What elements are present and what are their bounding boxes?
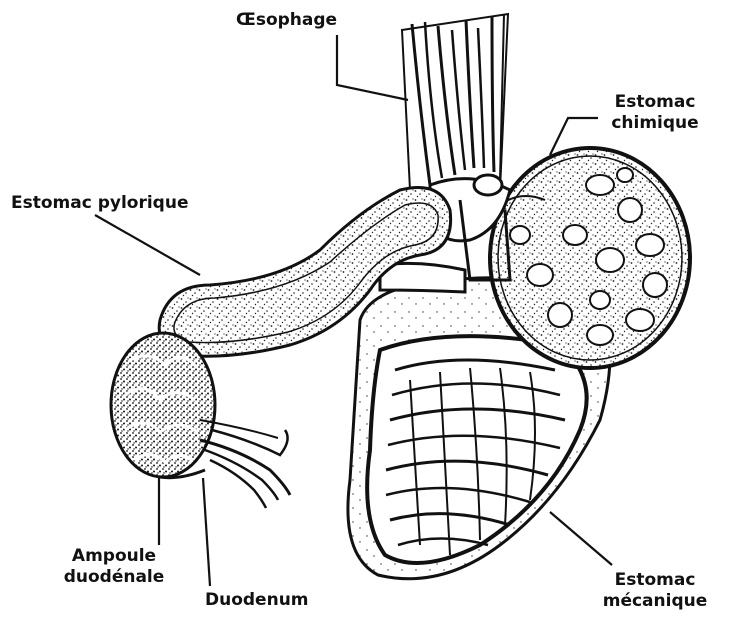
duodenal-ampulla (111, 333, 215, 477)
label-estomac-chimique: Estomac chimique (600, 92, 710, 134)
label-ampoule-duodenale: Ampoule duodénale (58, 546, 170, 588)
label-ampoule-line1: Ampoule (58, 546, 170, 567)
leader-oesophage (337, 35, 408, 100)
label-estomac-chimique-line1: Estomac (600, 92, 710, 113)
label-estomac-mecanique-line1: Estomac (600, 570, 710, 591)
label-oesophage: Œsophage (236, 10, 337, 31)
label-ampoule-line2: duodénale (58, 567, 170, 588)
label-estomac-pylorique: Estomac pylorique (11, 193, 189, 214)
leader-duodenum (203, 478, 210, 586)
oesophagus (402, 14, 508, 190)
chemical-stomach (490, 148, 690, 368)
leader-estomac-mecanique (550, 512, 612, 565)
label-estomac-chimique-line2: chimique (600, 113, 710, 134)
label-estomac-mecanique-line2: mécanique (600, 591, 710, 612)
label-duodenum: Duodenum (205, 590, 309, 611)
leader-estomac-pylorique (95, 215, 200, 275)
label-estomac-mecanique: Estomac mécanique (600, 570, 710, 612)
